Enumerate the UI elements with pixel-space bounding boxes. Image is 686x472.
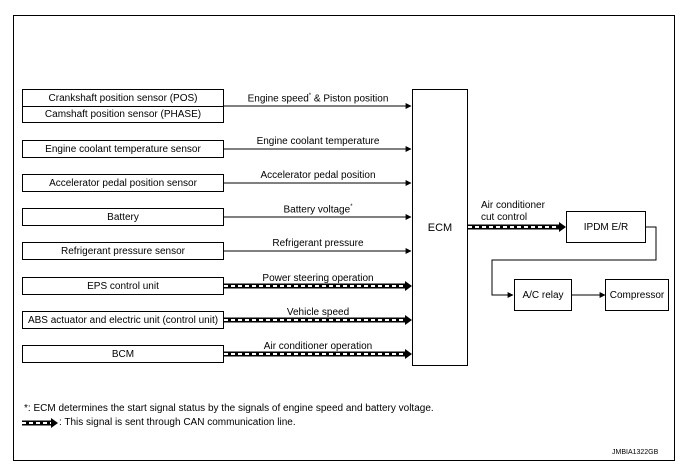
figure-code: JMBIA1322GB: [612, 449, 659, 456]
can-legend-symbol: [22, 418, 58, 428]
signal-coolant: Engine coolant temperature: [256, 136, 380, 147]
plain-signal-arrows: [224, 103, 412, 254]
can-legend-text: : This signal is sent through CAN commun…: [59, 417, 296, 428]
signal-battery: Battery voltage*: [283, 204, 352, 215]
signal-engine-speed-text: Engine speed: [247, 93, 309, 105]
signal-vehicle-speed: Vehicle speed: [286, 307, 350, 318]
footnote-mark: *: [308, 93, 312, 99]
signal-ac-cut-control: Air conditioner cut control: [481, 200, 545, 224]
abs-unit-box: ABS actuator and electric unit (control …: [22, 311, 224, 329]
refrigerant-sensor-box: Refrigerant pressure sensor: [22, 242, 224, 260]
signal-ac-operation: Air conditioner operation: [263, 341, 373, 352]
signal-accel: Accelerator pedal position: [260, 170, 376, 181]
output-arrows: [491, 226, 657, 298]
coolant-sensor-box: Engine coolant temperature sensor: [22, 140, 224, 158]
crank-cam-sensor-box: Crankshaft position sensor (POS) Camshaf…: [22, 89, 224, 123]
signal-battery-text: Battery voltage: [283, 204, 351, 216]
ecm-box: ECM: [412, 89, 468, 366]
signal-piston-position-text: & Piston position: [311, 93, 389, 105]
signal-ac-cut-line2: cut control: [481, 212, 528, 223]
signal-engine-speed: Engine speed* & Piston position: [248, 93, 389, 104]
can-signal-arrows: [224, 222, 566, 359]
camshaft-sensor-label: Camshaft position sensor (PHASE): [44, 108, 202, 120]
bcm-box: BCM: [22, 345, 224, 363]
signal-refrigerant: Refrigerant pressure: [272, 238, 364, 249]
accel-sensor-box: Accelerator pedal position sensor: [22, 174, 224, 192]
compressor-box: Compressor: [605, 279, 669, 311]
diagram-frame: [13, 15, 675, 461]
signal-ac-cut-line1: Air conditioner: [481, 200, 545, 211]
ipdm-box: IPDM E/R: [566, 211, 646, 243]
eps-unit-box: EPS control unit: [22, 277, 224, 295]
footnote-text: *: ECM determines the start signal statu…: [24, 403, 434, 414]
footnote-mark: *: [350, 204, 353, 210]
crankshaft-sensor-label: Crankshaft position sensor (POS): [23, 90, 223, 107]
battery-box: Battery: [22, 208, 224, 226]
signal-power-steering: Power steering operation: [262, 273, 374, 284]
ac-relay-box: A/C relay: [514, 279, 572, 311]
